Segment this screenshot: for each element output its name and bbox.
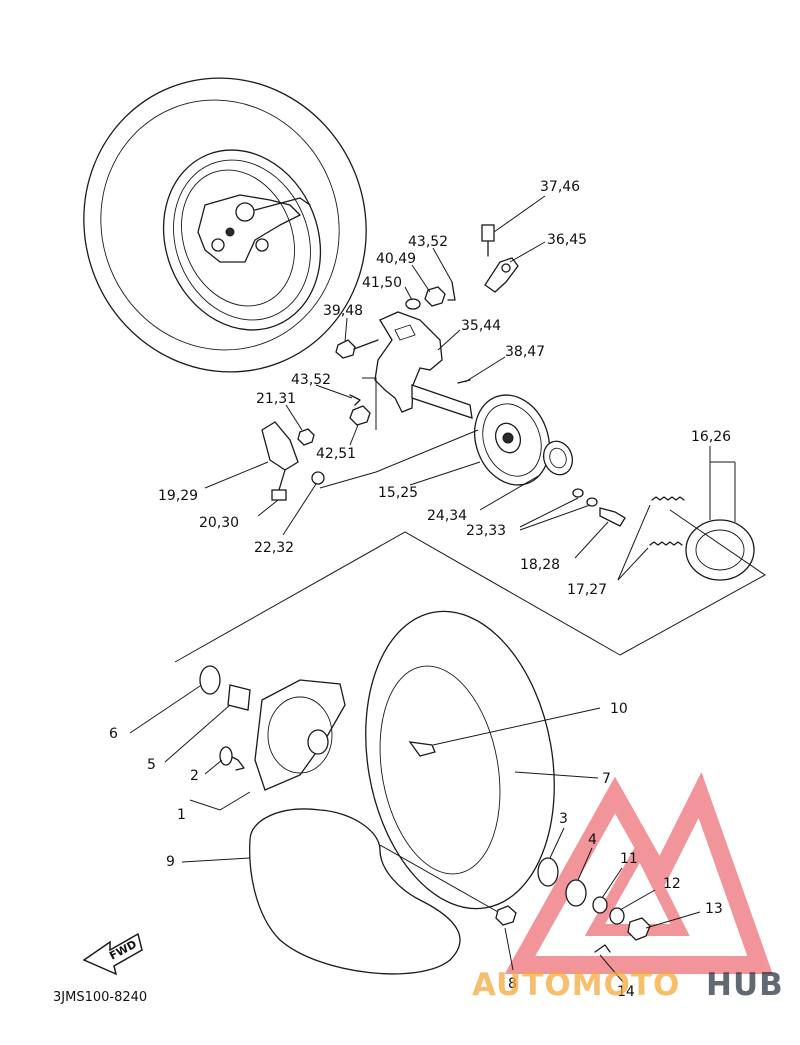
- callout-40-49: 40,49: [376, 251, 416, 267]
- callout-23-33: 23,33: [466, 523, 506, 539]
- callout-8: 8: [508, 976, 517, 992]
- callout-16-26: 16,26: [691, 429, 731, 445]
- callout-43-52-top: 43,52: [408, 234, 448, 250]
- callout-39-48: 39,48: [323, 303, 363, 319]
- callout-15-25: 15,25: [378, 485, 418, 501]
- callout-6: 6: [109, 726, 118, 742]
- diagram-code: 3JMS100-8240: [53, 990, 147, 1005]
- callout-35-44: 35,44: [461, 318, 501, 334]
- callout-10: 10: [610, 701, 628, 717]
- callout-12: 12: [663, 876, 681, 892]
- callout-20-30: 20,30: [199, 515, 239, 531]
- callout-24-34: 24,34: [427, 508, 467, 524]
- callout-5: 5: [147, 757, 156, 773]
- callout-38-47: 38,47: [505, 344, 545, 360]
- callout-21-31: 21,31: [256, 391, 296, 407]
- callout-22-32: 22,32: [254, 540, 294, 556]
- callout-9: 9: [166, 854, 175, 870]
- leader-lines: [129, 195, 766, 983]
- watermark-text-secondary: HUB: [706, 967, 784, 1003]
- callout-43-52-mid: 43,52: [291, 372, 331, 388]
- callout-41-50: 41,50: [362, 275, 402, 291]
- knuckle-assembly-illustration: [261, 224, 755, 581]
- callout-14: 14: [617, 984, 635, 1000]
- callout-36-45: 36,45: [547, 232, 587, 248]
- callout-labels: 37,46 43,52 36,45 40,49 41,50 39,48 35,4…: [109, 179, 731, 1000]
- assembled-wheel-illustration: [83, 77, 367, 373]
- callout-42-51: 42,51: [316, 446, 356, 462]
- callout-17-27: 17,27: [567, 582, 607, 598]
- callout-11: 11: [620, 851, 638, 867]
- callout-3: 3: [559, 811, 568, 827]
- lower-wheel-illustration: [199, 610, 651, 975]
- callout-19-29: 19,29: [158, 488, 198, 504]
- callout-2: 2: [190, 768, 199, 784]
- callout-4: 4: [588, 832, 597, 848]
- callout-1: 1: [177, 807, 186, 823]
- watermark-text-primary: AUTOMOTO: [472, 967, 680, 1003]
- forward-direction-arrow: FWD: [82, 932, 143, 976]
- watermark-text: AUTOMOTO HUB: [472, 967, 784, 1003]
- callout-18-28: 18,28: [520, 557, 560, 573]
- callout-7: 7: [602, 771, 611, 787]
- callout-13: 13: [705, 901, 723, 917]
- callout-37-46: 37,46: [540, 179, 580, 195]
